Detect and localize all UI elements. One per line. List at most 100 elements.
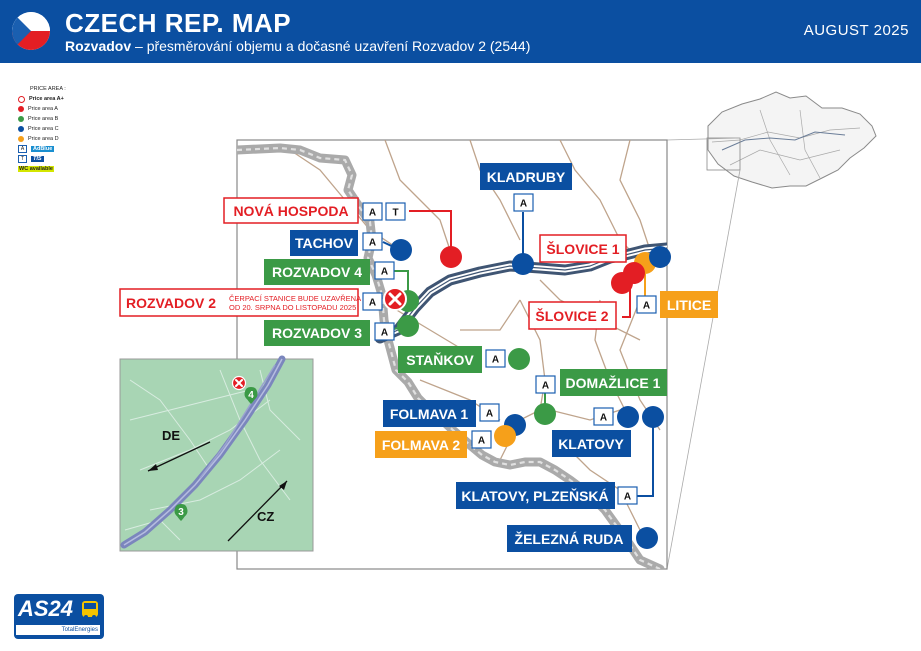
svg-text:A: A: [643, 301, 650, 312]
klatovy-dot-2[interactable]: [642, 406, 664, 428]
legend-item: Price area C: [18, 124, 66, 134]
rozvadov2-closed-icon[interactable]: [383, 287, 407, 311]
arrow-de: [147, 441, 211, 472]
svg-text:T: T: [392, 208, 398, 219]
inset-marker-3[interactable]: 3: [174, 504, 188, 521]
page-title: CZECH REP. MAP: [65, 8, 292, 38]
page-subtitle: Rozvadov – přesměrování objemu a dočasné…: [65, 38, 530, 54]
inset-marker-4[interactable]: 4: [244, 387, 258, 404]
svg-text:A: A: [542, 381, 549, 392]
label-domazlice1[interactable]: DOMAŽLICE 1: [560, 369, 667, 396]
svg-text:ROZVADOV 3: ROZVADOV 3: [272, 325, 362, 341]
adblue-icon: A: [485, 349, 506, 368]
svg-text:NOVÁ HOSPODA: NOVÁ HOSPODA: [233, 203, 348, 219]
svg-text:KLADRUBY: KLADRUBY: [487, 169, 566, 185]
svg-text:TACHOV: TACHOV: [295, 235, 354, 251]
zelezna-ruda-dot[interactable]: [636, 527, 658, 549]
station-labels: NOVÁ HOSPODA KLADRUBY TACHOV ŠLOVICE 1 R…: [119, 163, 718, 552]
svg-text:A: A: [520, 199, 527, 210]
label-kladruby[interactable]: KLADRUBY: [480, 163, 572, 190]
svg-text:A: A: [600, 413, 607, 424]
price-b-icon: [18, 116, 24, 122]
adblue-icon: A: [362, 232, 383, 251]
header-bar: CZECH REP. MAP Rozvadov – přesměrování o…: [0, 0, 921, 63]
tachov-dot[interactable]: [390, 239, 412, 261]
nova-hospoda-dot[interactable]: [440, 246, 462, 268]
adblue-icon: A: [636, 295, 657, 314]
czech-overview-map: [666, 91, 877, 570]
klatovy-dot-1[interactable]: [617, 406, 639, 428]
label-tachov[interactable]: TACHOV: [290, 230, 358, 256]
svg-text:3: 3: [178, 507, 184, 518]
svg-text:STAŇKOV: STAŇKOV: [406, 351, 474, 368]
adblue-icon: A: [471, 430, 492, 449]
domazlice1-dot[interactable]: [534, 403, 556, 425]
label-folmava2[interactable]: FOLMAVA 2: [375, 431, 467, 458]
svg-text:A: A: [624, 492, 631, 503]
slovice-dot-c[interactable]: [649, 246, 671, 268]
svg-text:KLATOVY, PLZEŇSKÁ: KLATOVY, PLZEŇSKÁ: [461, 487, 608, 504]
svg-text:A: A: [478, 436, 485, 447]
adblue-icon: A: [18, 145, 27, 153]
wc-icon: WC available: [18, 166, 54, 172]
folmava2-dot[interactable]: [494, 425, 516, 447]
stankov-dot[interactable]: [508, 348, 530, 370]
inset-label-cz: CZ: [257, 509, 274, 524]
svg-text:OD 20. SRPNA DO LISTOPADU 2025: OD 20. SRPNA DO LISTOPADU 2025: [229, 303, 356, 312]
label-zelezna-ruda[interactable]: ŽELEZNÁ RUDA: [507, 525, 632, 552]
inset-label-de: DE: [162, 428, 180, 443]
label-slovice1[interactable]: ŠLOVICE 1: [539, 234, 627, 263]
adblue-icon: A: [362, 202, 383, 221]
svg-text:LITICE: LITICE: [667, 297, 711, 313]
price-a-icon: [18, 106, 24, 112]
legend-item: Price area B: [18, 114, 66, 124]
kladruby-dot[interactable]: [512, 253, 534, 275]
logo-brand: AS24: [18, 596, 74, 621]
date-label: AUGUST 2025: [803, 22, 909, 39]
svg-text:A: A: [486, 409, 493, 420]
label-stankov[interactable]: STAŇKOV: [398, 346, 482, 373]
adblue-icon: A: [593, 407, 614, 426]
legend: PRICE AREA : Price area A+ Price area A …: [18, 84, 66, 174]
logo-partner: TotalEnergies: [16, 625, 100, 635]
price-a-plus-icon: [18, 95, 25, 103]
label-rozvadov2[interactable]: ROZVADOV 2 ČERPACÍ STANICE BUDE UZAVŘENA…: [119, 288, 361, 317]
svg-text:FOLMAVA 2: FOLMAVA 2: [382, 437, 461, 453]
svg-text:ČERPACÍ STANICE BUDE UZAVŘENA: ČERPACÍ STANICE BUDE UZAVŘENA: [229, 294, 361, 303]
label-rozvadov3[interactable]: ROZVADOV 3: [264, 320, 370, 346]
rozvadov3-dot[interactable]: [397, 315, 419, 337]
czech-flag-icon: [12, 12, 50, 50]
station-dots: [383, 239, 671, 549]
inset-marker-closed[interactable]: [231, 375, 247, 391]
label-folmava1[interactable]: FOLMAVA 1: [383, 400, 476, 427]
price-d-icon: [18, 136, 24, 142]
svg-text:A: A: [381, 267, 388, 278]
service-boxes: A T A A A A A A A A A A A A: [362, 193, 657, 505]
adblue-icon: A: [374, 322, 395, 341]
label-litice[interactable]: LITICE: [660, 291, 718, 318]
adblue-icon: A: [362, 292, 383, 311]
label-slovice2[interactable]: ŠLOVICE 2: [528, 301, 617, 330]
legend-item: Price area A+: [18, 94, 66, 104]
adblue-icon: A: [479, 403, 500, 422]
adblue-icon: A: [374, 261, 395, 280]
legend-item: Price area D: [18, 134, 66, 144]
svg-text:ŠLOVICE 1: ŠLOVICE 1: [546, 240, 619, 257]
adblue-icon: A: [535, 375, 556, 394]
label-klatovy-plzenska[interactable]: KLATOVY, PLZEŇSKÁ: [456, 482, 615, 509]
legend-title: PRICE AREA :: [30, 86, 66, 92]
adblue-icon: A: [617, 486, 638, 505]
label-nova-hospoda[interactable]: NOVÁ HOSPODA: [223, 197, 359, 224]
svg-text:A: A: [369, 298, 376, 309]
label-rozvadov4[interactable]: ROZVADOV 4: [264, 259, 370, 285]
tis-icon: T: [385, 202, 406, 221]
svg-text:DOMAŽLICE 1: DOMAŽLICE 1: [566, 374, 661, 391]
label-klatovy[interactable]: KLATOVY: [552, 430, 631, 457]
slovice2-dot[interactable]: [611, 272, 633, 294]
svg-text:4: 4: [248, 390, 254, 401]
tis-icon: T: [18, 155, 27, 163]
svg-text:A: A: [492, 355, 499, 366]
truck-icon: [82, 601, 98, 619]
